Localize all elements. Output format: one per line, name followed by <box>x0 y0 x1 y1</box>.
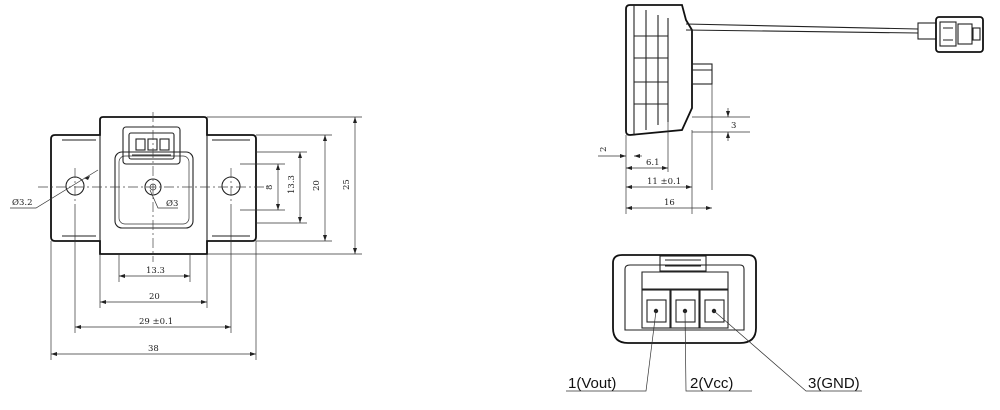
dim-hole-spacing: 29 ±0.1 <box>139 317 173 327</box>
connector-latch <box>659 255 707 272</box>
dim-height-13-3: 13.3 <box>287 175 297 194</box>
side-boss <box>691 63 713 85</box>
dim-width-13-3: 13.3 <box>146 266 165 276</box>
body-outline <box>99 135 208 241</box>
pin-3-cavity <box>699 289 729 329</box>
pin-3-label: 3(GND) <box>808 375 860 392</box>
dim-11: 11 ±0.1 <box>647 177 681 187</box>
dim-6-1: 6.1 <box>646 158 660 168</box>
connector-housing <box>122 126 181 165</box>
cable <box>685 23 919 34</box>
connector-outline <box>612 254 757 344</box>
dim-2: 2 <box>599 147 609 152</box>
pin-1-label: 1(Vout) <box>568 375 616 392</box>
flange-outline <box>50 116 257 255</box>
dim-height-20: 20 <box>312 180 322 191</box>
connector-view: 1(Vout) 2(Vcc) 3(GND) <box>566 254 862 392</box>
dim-hole-diameter: Ø3.2 <box>12 197 33 208</box>
dim-center-diameter: Ø3 <box>166 198 178 209</box>
dim-height-8: 8 <box>265 185 275 190</box>
remote-plug <box>917 16 984 53</box>
dim-16: 16 <box>664 198 675 208</box>
dim-overall-width: 38 <box>148 344 159 354</box>
front-view: Ø3.2 Ø3 13.3 20 29 ±0.1 38 8 <box>10 112 362 360</box>
dim-3: 3 <box>731 121 736 131</box>
pin-2-label: 2(Vcc) <box>690 375 733 392</box>
side-view: 3 2 6.1 11 ±0.1 16 <box>598 4 984 214</box>
pin-1-cavity <box>641 289 671 329</box>
side-body <box>625 4 693 136</box>
center-recess <box>114 151 194 229</box>
dim-width-20: 20 <box>149 292 160 302</box>
dim-overall-height: 25 <box>342 179 352 190</box>
